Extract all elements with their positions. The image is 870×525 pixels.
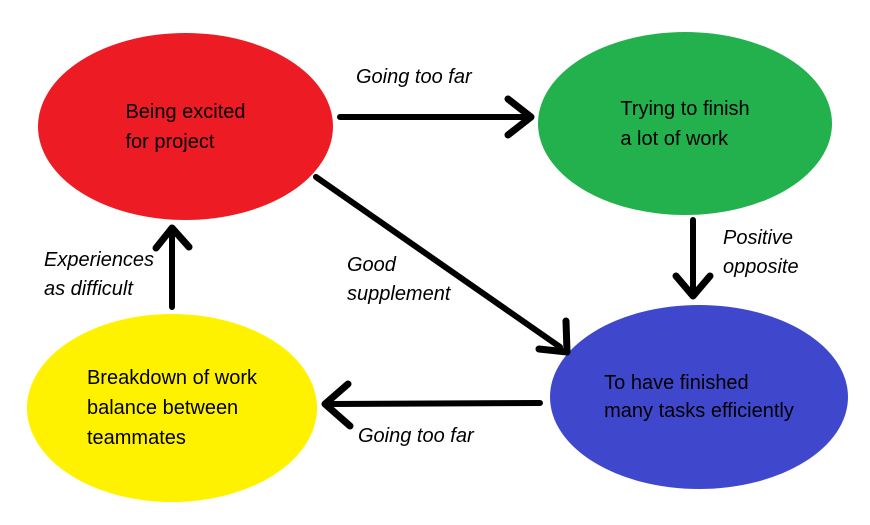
arrow-excited-to-trying xyxy=(337,95,535,139)
edge-label-experiences-as-difficult: Experiences as difficult xyxy=(44,249,155,300)
arrow-breakdown-to-excited xyxy=(152,224,193,310)
edge-label-going-too-far-top: Going too far xyxy=(356,66,472,88)
edge-label-good-supplement: Good supplement xyxy=(347,254,451,305)
arrow-trying-to-finished xyxy=(672,217,714,300)
node-being-excited-label: Being excited for project xyxy=(125,100,246,153)
node-trying-to-finish-label: Trying to finish a lot of work xyxy=(620,97,750,150)
arrow-finished-to-breakdown xyxy=(321,380,543,430)
node-being-excited: Being excited for project xyxy=(38,33,333,220)
node-finished-tasks-label: To have finished many tasks efficiently xyxy=(604,372,794,422)
edge-label-going-too-far-bottom: Going too far xyxy=(358,425,474,447)
node-trying-to-finish: Trying to finish a lot of work xyxy=(538,32,832,215)
edge-label-positive-opposite: Positive opposite xyxy=(723,227,799,278)
arrow-excited-to-finished xyxy=(313,174,571,356)
node-breakdown-work-balance: Breakdown of work balance between teamma… xyxy=(27,314,317,502)
node-finished-tasks: To have finished many tasks efficiently xyxy=(550,305,848,489)
node-breakdown-work-balance-label: Breakdown of work balance between teamma… xyxy=(86,367,258,449)
